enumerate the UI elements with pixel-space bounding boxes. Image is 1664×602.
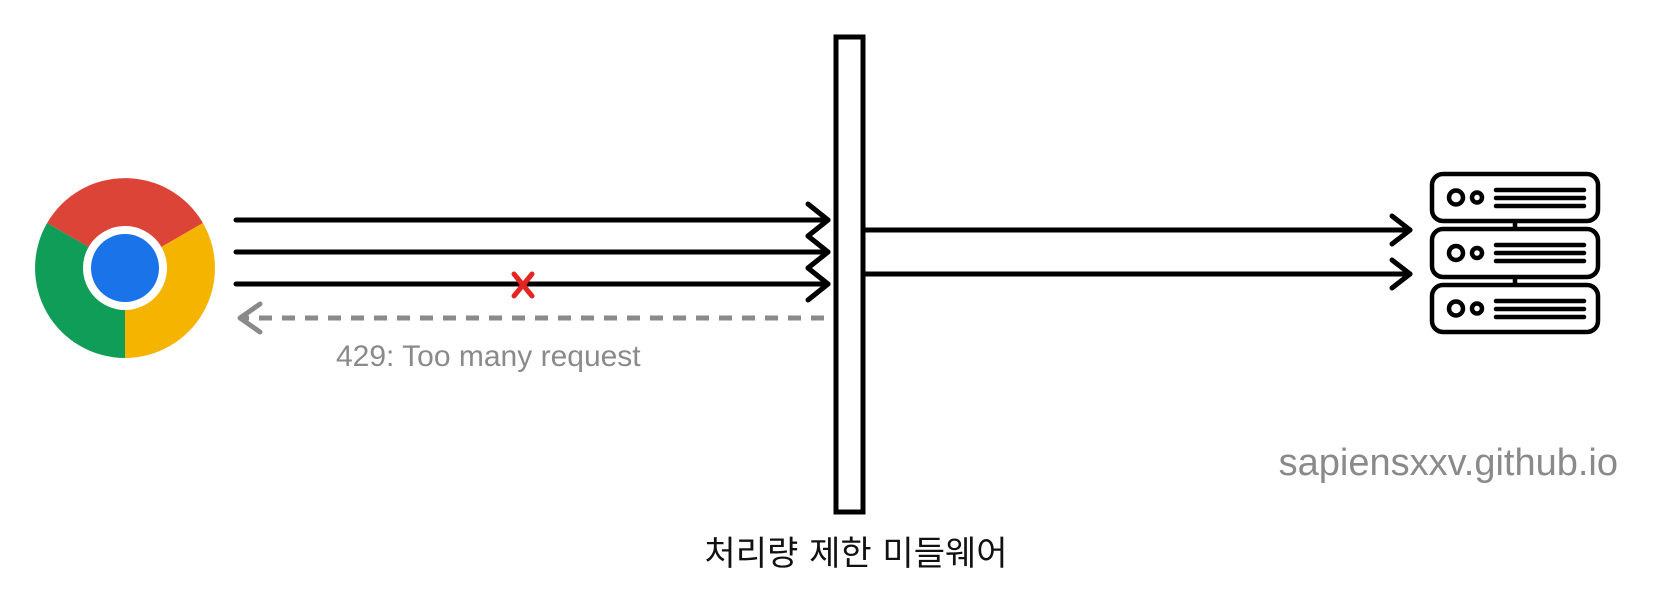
blocked-x-icon xyxy=(511,271,535,299)
chrome-center xyxy=(91,234,159,302)
forwarded-arrowhead-1 xyxy=(1389,213,1413,247)
forwarded-arrowhead-2 xyxy=(1389,257,1413,291)
request-arrowhead-3 xyxy=(805,265,831,303)
rejected-response-arrow xyxy=(237,301,824,335)
error-response-label: 429: Too many request xyxy=(336,340,641,373)
server-unit-1 xyxy=(1429,171,1601,224)
server-unit-2 xyxy=(1429,226,1601,280)
chrome-red-segment xyxy=(47,178,203,268)
request-arrows xyxy=(233,201,831,303)
request-arrowhead-2 xyxy=(805,233,831,271)
middleware-bar xyxy=(833,34,866,515)
request-arrowhead-1 xyxy=(805,201,831,239)
forwarded-arrows xyxy=(863,213,1413,291)
server-rack-icon xyxy=(1429,171,1601,335)
middleware-label: 처리량 제한 미들웨어 xyxy=(704,534,1008,574)
watermark-label: sapiensxxv.github.io xyxy=(1278,442,1618,484)
server-unit-3 xyxy=(1429,282,1601,335)
chrome-browser-icon xyxy=(35,178,215,358)
